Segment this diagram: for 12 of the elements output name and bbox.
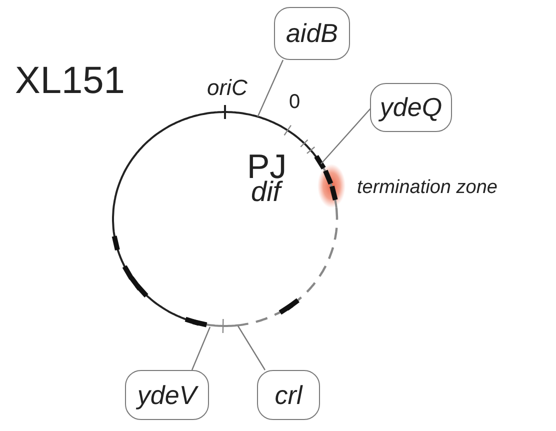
- position-label: 0: [289, 92, 300, 112]
- gene-label-box: ydeV: [125, 370, 209, 420]
- leader-line: [320, 108, 372, 164]
- leader-line: [237, 326, 266, 370]
- leader-line: [257, 60, 284, 117]
- zone-label: termination zone: [357, 178, 498, 197]
- gene-label-box: ydeQ: [370, 83, 452, 132]
- origin-label: oriC: [207, 77, 248, 99]
- gene-label-box: crl: [257, 370, 320, 420]
- gene-label-box: aidB: [274, 7, 350, 60]
- map-title: XL151: [15, 62, 125, 100]
- leader-line: [191, 326, 211, 370]
